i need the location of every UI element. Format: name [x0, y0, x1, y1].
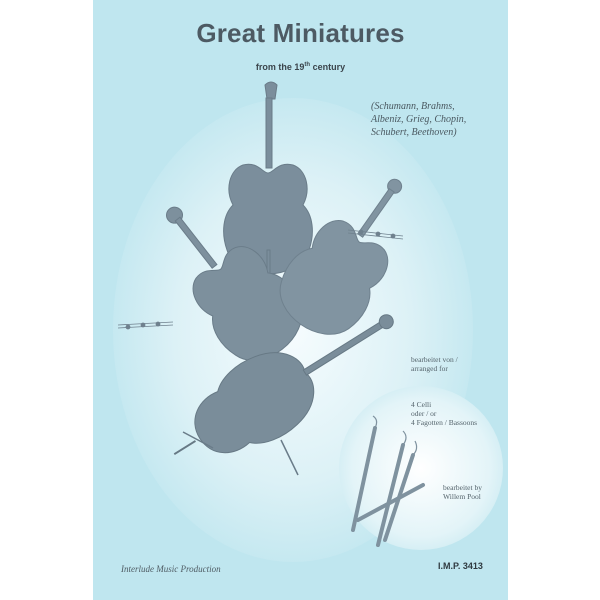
cover-artwork [113, 81, 503, 562]
cello-endpins [182, 431, 299, 476]
composer-line: (Schumann, Brahms, [371, 101, 455, 112]
bassoon-icon [351, 426, 425, 547]
subtitle: from the 19th century [255, 62, 346, 72]
arranged-note: bearbeitet von / arranged for [411, 355, 458, 373]
composer-list: (Schumann, Brahms, Albeniz, Grieg, Chopi… [371, 100, 501, 139]
instrumentation: 4 Celli oder / or 4 Fagotten / Bassoons [411, 400, 478, 427]
composer-line: Albeniz, Grieg, Chopin, [371, 114, 467, 125]
page-title: Great Miniatures [196, 18, 405, 48]
arranger-credit: bearbeitet by Willem Pool [443, 483, 482, 501]
publisher-name: Interlude Music Production [121, 564, 221, 574]
cello-icon [173, 314, 394, 456]
composer-line: Schubert, Beethoven) [371, 127, 457, 138]
music-notes-icon [117, 229, 404, 330]
book-cover: Great Miniatures from the 19th century (… [93, 0, 508, 600]
catalog-number: I.M.P. 3413 [438, 561, 483, 571]
cello-icon [279, 178, 403, 335]
bassoon-bocals [372, 415, 418, 456]
cello-icon [166, 206, 303, 361]
